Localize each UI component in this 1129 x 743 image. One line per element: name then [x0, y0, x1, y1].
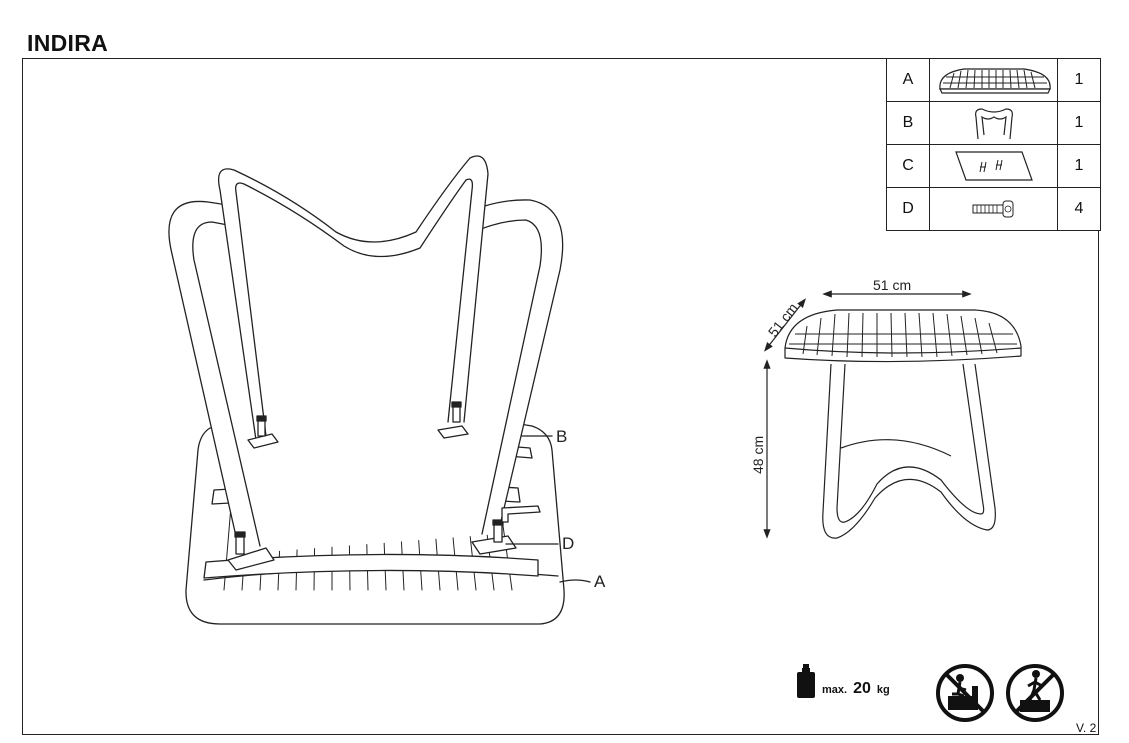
callout-d: D — [562, 534, 574, 553]
table-row: A 1 — [886, 58, 1101, 102]
part-letter: A — [886, 58, 930, 102]
max-load: max. 20 kg — [796, 664, 890, 698]
product-title: INDIRA — [27, 30, 109, 56]
part-qty: 1 — [1057, 144, 1101, 188]
instruction-sheet-part-icon — [929, 144, 1058, 188]
table-row: B 1 — [886, 101, 1101, 145]
instruction-frame — [22, 58, 1099, 735]
max-load-unit: kg — [876, 684, 890, 696]
seat-part-icon — [929, 58, 1058, 102]
width-label: 51 cm — [873, 277, 911, 293]
part-letter: D — [886, 187, 930, 231]
leg-frame-part-icon — [929, 101, 1058, 145]
max-load-label: max. — [822, 684, 848, 696]
version-label: V. 2 — [1076, 721, 1097, 735]
bolt-part-icon — [929, 187, 1058, 231]
dimensions-drawing: 51 cm 51 cm 48 cm — [750, 277, 1022, 539]
weight-icon — [797, 664, 815, 698]
max-load-value: 20 — [853, 680, 871, 697]
part-qty: 1 — [1057, 101, 1101, 145]
part-letter: C — [886, 144, 930, 188]
table-row: C 1 — [886, 144, 1101, 188]
no-standing-icon — [1006, 664, 1064, 722]
parts-table: A 1 B — [886, 58, 1101, 231]
callout-b: B — [556, 427, 567, 446]
part-qty: 1 — [1057, 58, 1101, 102]
table-row: D 4 — [886, 187, 1101, 231]
height-label: 48 cm — [750, 436, 766, 474]
no-standing-on-seat-icon — [936, 664, 994, 722]
callout-a: A — [594, 572, 606, 591]
part-letter: B — [886, 101, 930, 145]
part-qty: 4 — [1057, 187, 1101, 231]
assembly-drawing: B D A — [168, 155, 606, 625]
